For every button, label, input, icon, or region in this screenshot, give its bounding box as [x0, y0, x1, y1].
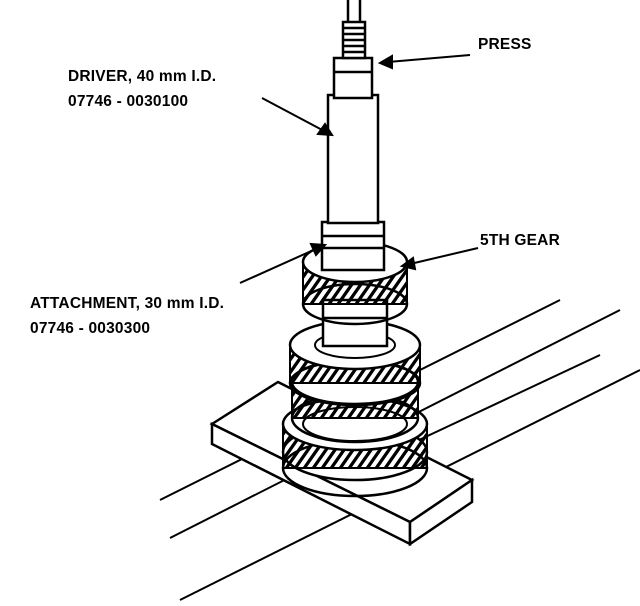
attachment-name-label: ATTACHMENT, 30 mm I.D. — [30, 295, 225, 312]
driver-part-number: 07746 - 0030100 — [68, 93, 189, 110]
attachment-part-number: 07746 - 0030300 — [30, 320, 151, 337]
fifth-gear-label: 5TH GEAR — [480, 232, 560, 249]
leader-arrows — [239, 54, 479, 284]
driver-name-label: DRIVER, 40 mm I.D. — [68, 68, 217, 85]
press-label: PRESS — [478, 36, 532, 53]
driver-tool — [320, 0, 386, 272]
